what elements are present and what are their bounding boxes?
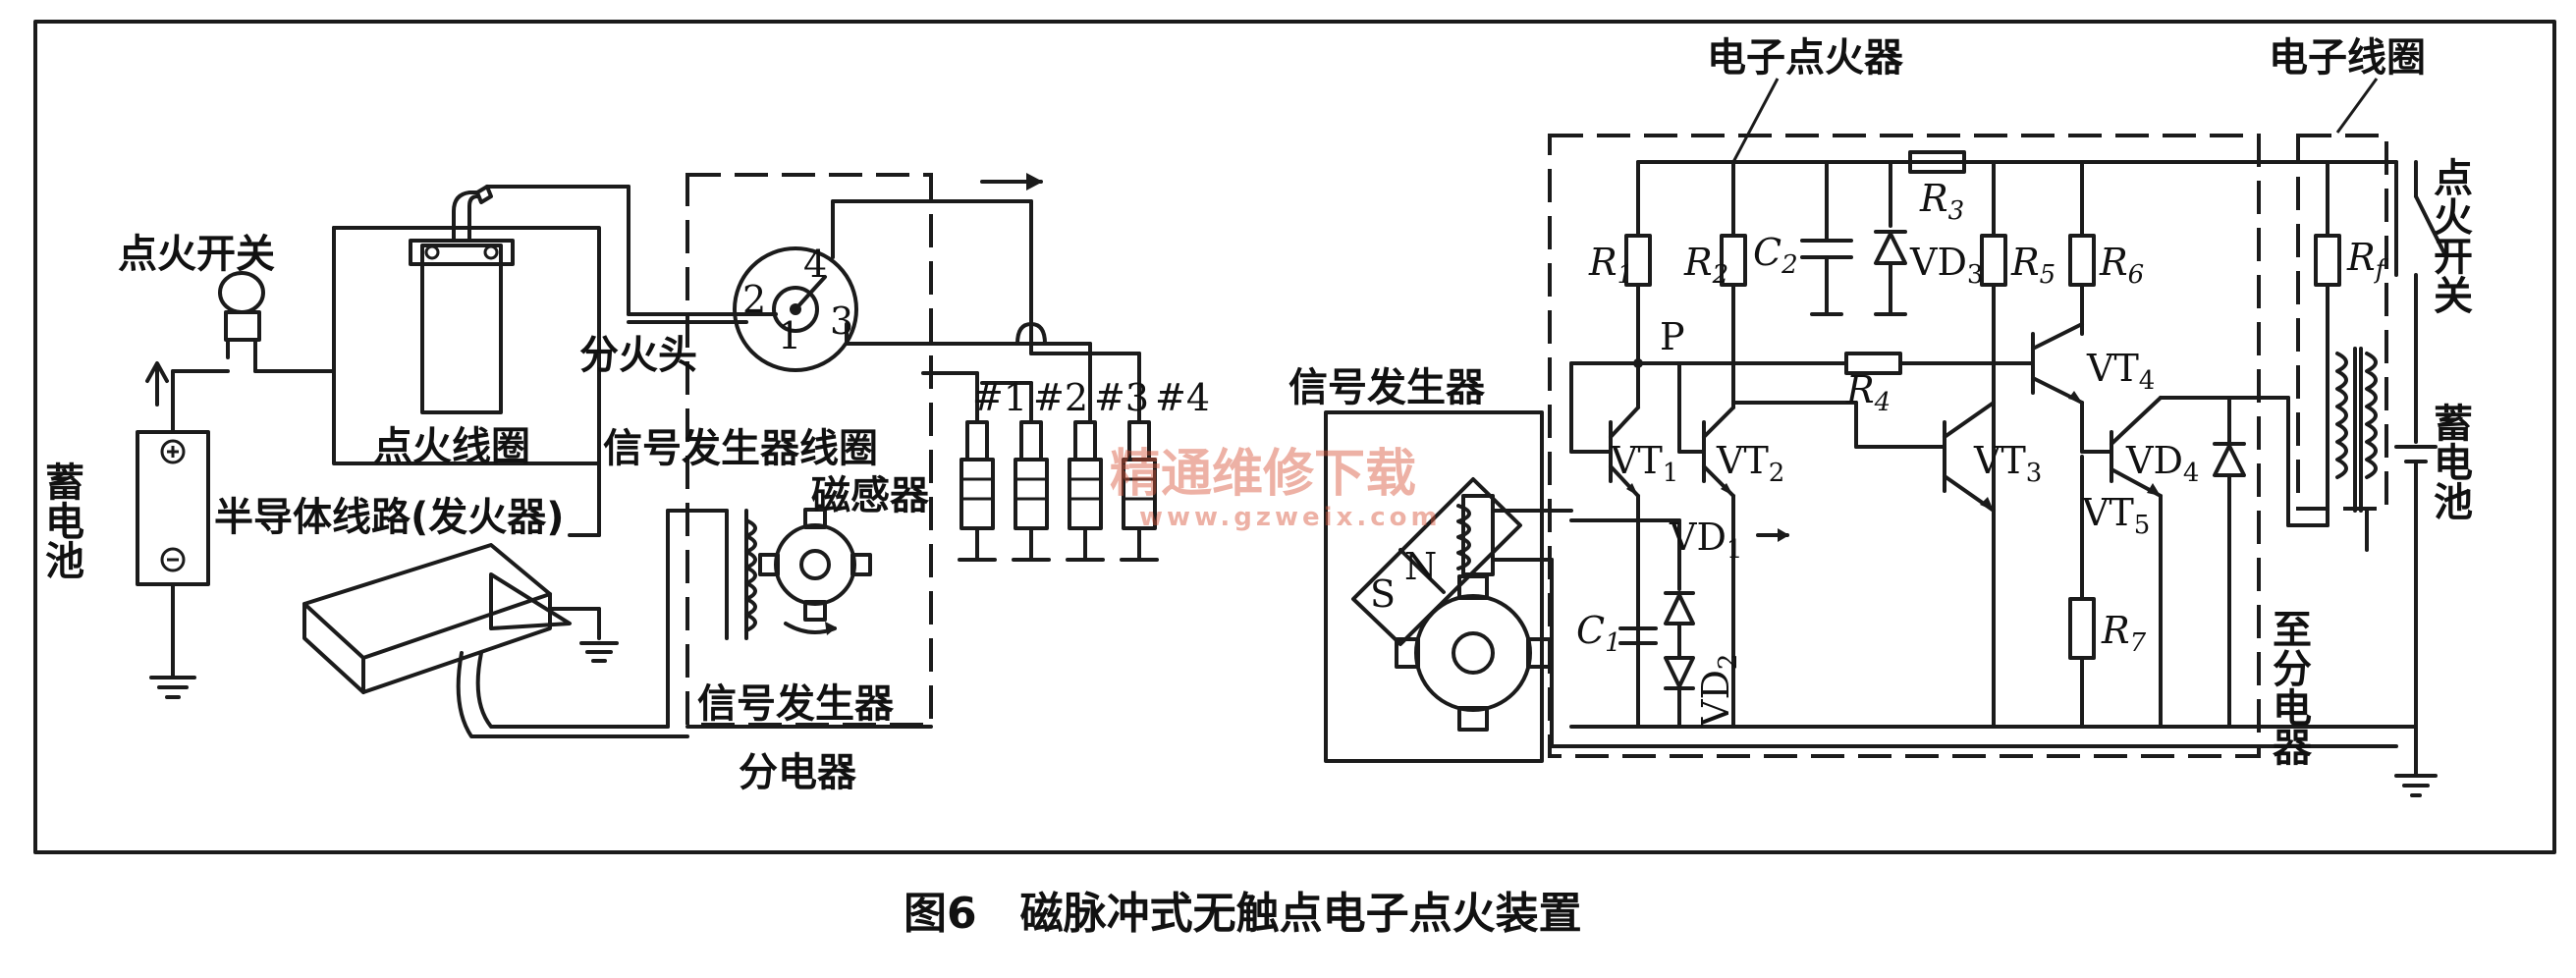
igniter-box xyxy=(1548,134,2261,758)
label-r2: R2 xyxy=(1683,241,1728,290)
label-electronic-igniter: 电子点火器 xyxy=(1707,35,1904,81)
label-magnet-n: N xyxy=(1404,545,1437,588)
label-signal-generator-left: 信号发生器 xyxy=(697,681,895,727)
label-plug-4: #4 xyxy=(1155,376,1210,419)
label-plug-2: #2 xyxy=(1033,376,1088,419)
label-ignition-coil: 点火线圈 xyxy=(373,424,530,469)
label-semiconductor: 半导体线路(发火器) xyxy=(214,495,565,540)
transistor-vt1 xyxy=(1569,361,1640,522)
label-plug-3: #3 xyxy=(1094,376,1149,419)
left-system xyxy=(136,173,1159,738)
label-r1: R1 xyxy=(1588,241,1633,290)
label-node-p: P xyxy=(1660,315,1685,358)
transistor-vt5 xyxy=(2068,396,2231,729)
label-signal-generator-right: 信号发生器 xyxy=(1288,365,1486,410)
ignition-switch-knob xyxy=(218,271,265,314)
label-vd1: VD1 xyxy=(1669,516,1742,565)
label-r7: R7 xyxy=(2101,609,2147,658)
label-r5: R5 xyxy=(2010,241,2055,290)
spark-plugs xyxy=(921,371,1159,562)
label-r6: R6 xyxy=(2099,241,2144,290)
label-vt1: VT1 xyxy=(1610,439,1678,488)
diode-vd4 xyxy=(2213,396,2329,729)
right-switch-battery xyxy=(2394,160,2447,729)
label-vd4: VD4 xyxy=(2125,439,2199,488)
label-distributor-cap: 分火头 xyxy=(579,333,697,378)
label-electronic-coil: 电子线圈 xyxy=(2269,35,2426,81)
ignition-coil xyxy=(420,244,503,414)
label-cap-4: 4 xyxy=(803,243,827,286)
figure-frame xyxy=(33,20,2556,854)
label-r4: R4 xyxy=(1845,368,1891,417)
label-plug-1: #1 xyxy=(972,376,1027,419)
watermark-text: 精通维修下载 xyxy=(1110,445,1416,504)
signal-coil xyxy=(725,509,757,640)
label-magnet-s: S xyxy=(1370,572,1396,616)
transistor-vt4 xyxy=(2031,322,2113,454)
labels: 点火开关 点火线圈 分火头 1 2 3 4 蓄电池 半导体线路(发火器) 信号发… xyxy=(38,35,2473,795)
ignition-coil-circuit xyxy=(2314,160,2378,552)
label-cap-1: 1 xyxy=(778,314,801,357)
label-c2: C2 xyxy=(1753,231,1798,280)
label-to-distributor: 至分电器 xyxy=(2266,609,2312,766)
coil-box xyxy=(2296,134,2388,511)
transistor-vt3 xyxy=(1943,401,1996,729)
label-signal-coil: 信号发生器线圈 xyxy=(603,426,878,471)
label-magnetic-sensor: 磁感器 xyxy=(811,473,930,518)
right-circuit xyxy=(1324,78,2447,797)
label-cap-2: 2 xyxy=(742,278,766,321)
magnetic-rotor xyxy=(758,508,872,635)
watermark-url: www.gzweix.com xyxy=(1139,503,1442,532)
label-vt3: VT3 xyxy=(1973,439,2042,488)
label-r3: R3 xyxy=(1919,177,1964,226)
distributor-cap xyxy=(733,246,858,372)
signal-generator-circuit xyxy=(1324,410,2398,763)
label-vt5: VT5 xyxy=(2081,491,2150,540)
label-vt4: VT4 xyxy=(2086,347,2155,396)
input-network xyxy=(1569,518,1789,729)
semiconductor-module xyxy=(302,462,729,738)
transistor-vt2 xyxy=(1677,361,1946,729)
label-ignition-switch-left: 点火开关 xyxy=(118,232,275,277)
label-vd2: VD2 xyxy=(1694,654,1743,728)
label-ignition-switch-right: 点火开关 xyxy=(2427,157,2473,314)
label-cap-3: 3 xyxy=(830,299,853,343)
label-battery-right: 蓄电池 xyxy=(2427,403,2473,520)
label-battery-left: 蓄电池 xyxy=(38,462,84,579)
label-rf: Rf xyxy=(2346,236,2389,285)
label-vt2: VT2 xyxy=(1716,439,1784,488)
label-c1: C1 xyxy=(1576,609,1621,658)
label-distributor: 分电器 xyxy=(739,750,857,795)
figure-caption: 图6 磁脉冲式无触点电子点火装置 xyxy=(904,889,1582,939)
label-vd3: VD3 xyxy=(1909,241,1983,290)
